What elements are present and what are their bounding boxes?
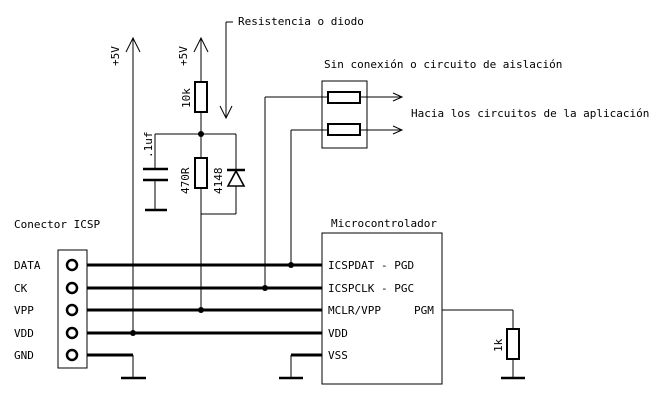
isolation-resistor-1 — [327, 91, 361, 104]
junction-dot — [198, 307, 204, 313]
pin-vpp-label: VPP — [14, 304, 34, 317]
mcu-pin-vss: VSS — [328, 349, 348, 362]
junction-dot — [262, 285, 268, 291]
application-links — [264, 92, 404, 288]
pin-hole — [65, 303, 79, 317]
pin-ck-label: CK — [14, 282, 28, 295]
diode-symbol — [226, 169, 246, 187]
pin-hole — [65, 258, 79, 272]
supply-mid: +5V 10k — [177, 36, 209, 158]
sin-conexion-label: Sin conexión o circuito de aislación — [324, 58, 562, 71]
resistor-10k-label: 10k — [180, 88, 193, 108]
mcu-body — [321, 232, 443, 385]
microcontroller: Microcontrolador ICSPDAT - PGD ICSPCLK -… — [321, 217, 443, 385]
rc-network: .1uf 470R 4148 — [142, 131, 246, 310]
supply-mid-label: +5V — [177, 46, 190, 66]
resistor-10k — [194, 81, 208, 113]
mcu-pin-icspdat: ICSPDAT - PGD — [328, 259, 414, 272]
mcu-pin-icspclk: ICSPCLK - PGC — [328, 282, 414, 295]
pin-hole — [65, 348, 79, 362]
junction-dot — [198, 131, 204, 137]
connector-title: Conector ICSP — [14, 218, 100, 231]
pin-data-label: DATA — [14, 259, 41, 272]
resistor-1k — [506, 328, 520, 360]
hacia-label: Hacia los circuitos de la aplicación — [411, 107, 649, 120]
diode-label: 4148 — [212, 168, 225, 195]
pgm-pulldown: 1k — [442, 309, 525, 380]
pin-hole — [65, 281, 79, 295]
pin-hole — [65, 326, 79, 340]
bus-lines — [87, 262, 322, 380]
mcu-title: Microcontrolador — [331, 217, 437, 230]
annotations: Resistencia o diodo Sin conexión o circu… — [219, 15, 649, 149]
supply-left-label: +5V — [109, 46, 122, 66]
mcu-pin-vdd: VDD — [328, 327, 348, 340]
resistor-1k-label: 1k — [492, 338, 505, 352]
pin-vdd-label: VDD — [14, 327, 34, 340]
isolation-resistor-2 — [327, 123, 361, 136]
mcu-pin-mclr: MCLR/VPP — [328, 304, 381, 317]
resistor-470r — [194, 157, 208, 189]
junction-dot — [130, 330, 136, 336]
supply-left: +5V — [109, 36, 141, 333]
mcu-pin-pgm: PGM — [414, 304, 434, 317]
icsp-connector: Conector ICSP DATA CK VPP VDD GND — [14, 218, 100, 369]
resistor-470r-label: 470R — [179, 167, 192, 194]
pin-gnd-label: GND — [14, 349, 34, 362]
resistencia-label: Resistencia o diodo — [238, 15, 364, 28]
capacitor-label: .1uf — [142, 132, 155, 159]
junction-dot — [288, 262, 294, 268]
